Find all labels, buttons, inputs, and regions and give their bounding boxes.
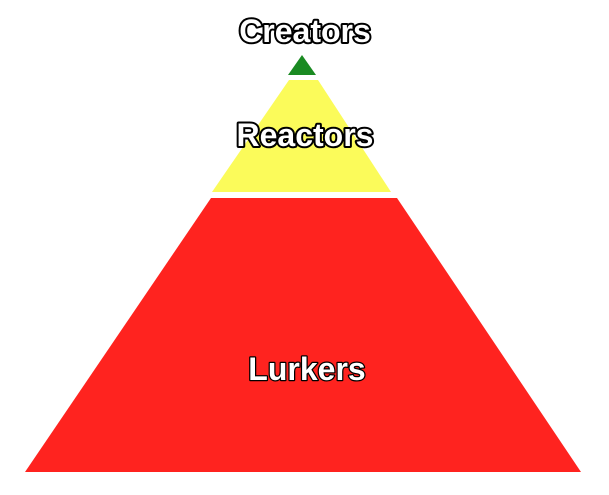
creators-tier-shape <box>288 55 316 75</box>
reactors-label: Reactors <box>237 117 374 153</box>
lurkers-tier-shape <box>25 198 581 472</box>
reactors-tier-shape <box>212 80 391 192</box>
lurkers-label: Lurkers <box>248 351 365 387</box>
creators-label: Creators <box>239 13 371 49</box>
